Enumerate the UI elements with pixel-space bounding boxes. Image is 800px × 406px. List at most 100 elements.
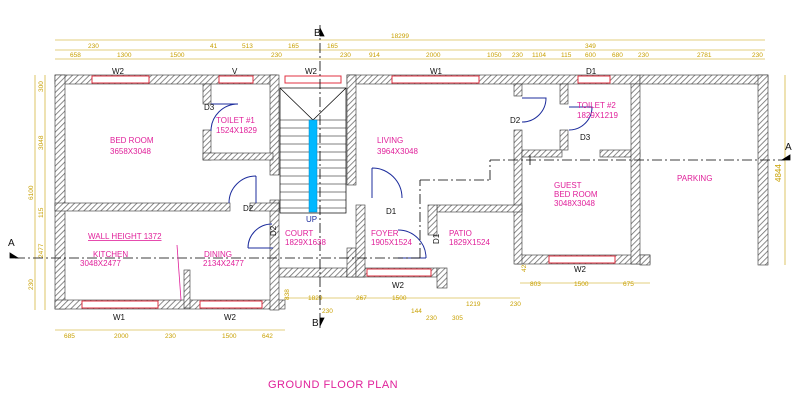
left-dimension-chain: 300 3048 6100 115 2477 230 [28, 75, 46, 310]
room-parking-name: PARKING [677, 174, 712, 183]
dim-bottom-5: 230 [322, 308, 333, 315]
room-toilet2-name: TOILET #2 [577, 101, 616, 110]
dim-bottom-15: 1500 [574, 281, 589, 288]
stair-up-label: UP [306, 215, 317, 224]
dim-top-10: 914 [369, 52, 380, 59]
room-guest-name2: BED ROOM [554, 190, 598, 199]
dim-top-7: 165 [288, 43, 299, 50]
dim-top-1: 658 [70, 52, 81, 59]
window-label-2: V [232, 67, 238, 76]
door-labels: D3 D2 D2 D2 D1 D1 D3 [204, 103, 591, 244]
room-guest-name: GUEST [554, 181, 582, 190]
room-toilet2-size: 1829X1219 [577, 111, 618, 120]
section-b-top: B [314, 28, 321, 39]
section-b-bottom: B [312, 318, 319, 329]
section-a-right: A [785, 142, 792, 153]
room-living-name: LIVING [377, 136, 403, 145]
dim-bottom-18: 838 [284, 289, 291, 300]
dim-top-9: 230 [340, 52, 351, 59]
window-label-8: W2 [392, 281, 405, 290]
room-foyer-name: FOYER [371, 229, 399, 238]
window-label-4: W1 [430, 67, 443, 76]
room-labels: BED ROOM 3658X3048 TOILET #1 1524X1829 L… [80, 101, 712, 268]
window-label-7: W2 [224, 313, 237, 322]
window-label-1: W2 [112, 67, 125, 76]
dim-bottom-8: 1500 [392, 295, 407, 302]
overall-dimension: 18299 [55, 33, 765, 41]
window-w2-foyer [366, 268, 432, 277]
door-label-1: D3 [204, 103, 215, 112]
room-bedroom-name: BED ROOM [110, 136, 154, 145]
windows [81, 75, 616, 309]
room-toilet1-name: TOILET #1 [216, 116, 255, 125]
bottom-dimension-chain: 685 2000 1500 642 230 230 1829 267 1500 … [55, 261, 650, 340]
dim-top-16: 600 [585, 52, 596, 59]
note-leader [176, 244, 182, 301]
window-w1-kitchen [81, 300, 159, 309]
right-dimension: 4844 [774, 75, 786, 265]
dim-top-0: 230 [88, 43, 99, 50]
door-label-3: D2 [269, 225, 278, 236]
window-label-5: D1 [586, 67, 597, 76]
dim-top-12: 1050 [487, 52, 502, 59]
window-labels: W2 V W2 W1 D1 W1 W2 W2 W2 [112, 67, 597, 322]
dim-top-8: 165 [327, 43, 338, 50]
window-w2-bedroom [91, 75, 150, 84]
dim-top-19: 230 [638, 52, 649, 59]
room-kitchen-size: 3048X2477 [80, 259, 121, 268]
dim-bottom-17: 428 [521, 261, 528, 272]
dim-top-6: 230 [271, 52, 282, 59]
wall-height-note: WALL HEIGHT 1372 [88, 232, 162, 241]
room-patio-name: PATIO [449, 229, 472, 238]
dim-top-17: 349 [585, 43, 596, 50]
window-label-6: W1 [113, 313, 126, 322]
dim-left-5: 230 [28, 279, 35, 290]
dim-top-14: 1104 [532, 52, 546, 59]
window-label-3: W2 [305, 67, 318, 76]
plan-title: GROUND FLOOR PLAN [268, 379, 398, 391]
door-label-2: D2 [243, 204, 254, 213]
door-label-6: D1 [432, 233, 441, 244]
dim-bottom-9: 144 [411, 308, 422, 315]
dim-top-2: 1300 [117, 52, 132, 59]
dim-right: 4844 [774, 164, 783, 182]
window-w2-dining [199, 300, 263, 309]
dim-left-4: 2477 [38, 243, 45, 258]
section-a-left: A [8, 238, 15, 249]
door-label-7: D3 [580, 133, 591, 142]
door-label-4: D2 [510, 116, 521, 125]
dim-top-5: 513 [242, 43, 253, 50]
dim-left-0: 300 [38, 81, 45, 92]
room-court-size: 1829X1638 [285, 238, 326, 247]
room-kitchen-name: KITCHEN [93, 250, 128, 259]
room-patio-size: 1829X1524 [449, 238, 490, 247]
dim-top-11: 2000 [426, 52, 441, 59]
dim-top-3: 1500 [170, 52, 185, 59]
dim-bottom-10: 230 [426, 315, 437, 322]
dim-left-3: 115 [38, 207, 45, 218]
window-w1-living [391, 75, 480, 84]
dim-top-13: 230 [512, 52, 523, 59]
dim-bottom-1: 2000 [114, 333, 129, 340]
dim-top-4: 41 [210, 43, 218, 50]
window-w2-guest [548, 255, 616, 264]
dim-bottom-14: 803 [530, 281, 541, 288]
top-dimension-chain: 230 658 1300 1500 41 513 230 165 165 230… [55, 43, 765, 60]
dim-bottom-3: 642 [262, 333, 273, 340]
dim-left-2: 6100 [28, 185, 35, 200]
dim-bottom-16: 675 [623, 281, 634, 288]
window-v-toilet1 [218, 75, 254, 84]
dim-bottom-4: 230 [165, 333, 176, 340]
door-d1-toilet2 [577, 75, 611, 84]
room-living-size: 3964X3048 [377, 147, 418, 156]
room-court-name: COURT [285, 229, 313, 238]
dim-top-21: 230 [752, 52, 763, 59]
overall-width-label: 18299 [391, 33, 409, 40]
section-marks: B B A A [8, 28, 792, 329]
section-lines [9, 25, 791, 330]
dim-bottom-6: 1829 [308, 295, 323, 302]
dim-bottom-0: 685 [64, 333, 75, 340]
room-guest-size: 3048X3048 [554, 199, 595, 208]
